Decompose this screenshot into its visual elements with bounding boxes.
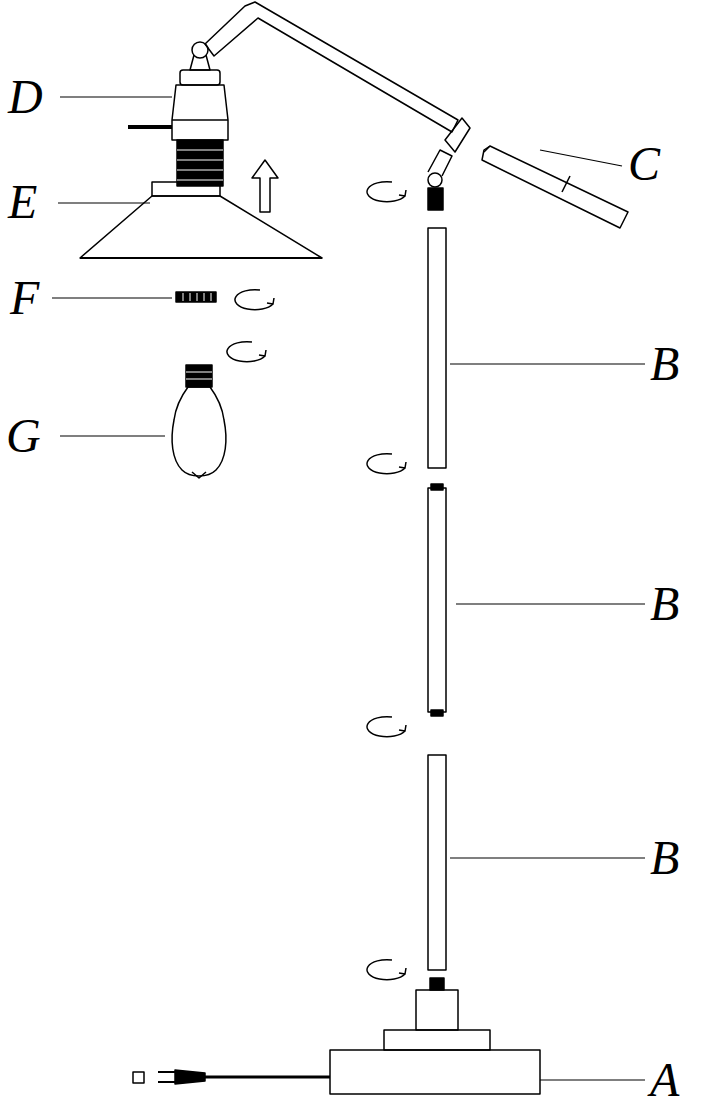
- part-letter: E: [8, 178, 37, 226]
- part-letter: B: [650, 340, 679, 388]
- part-letter: G: [6, 412, 41, 460]
- part-letter: C: [628, 140, 660, 188]
- part-letter: A: [650, 1056, 679, 1104]
- part-letter: B: [650, 834, 679, 882]
- part-letter: D: [8, 73, 43, 121]
- part-letter: F: [10, 274, 39, 322]
- part-letter: B: [650, 580, 679, 628]
